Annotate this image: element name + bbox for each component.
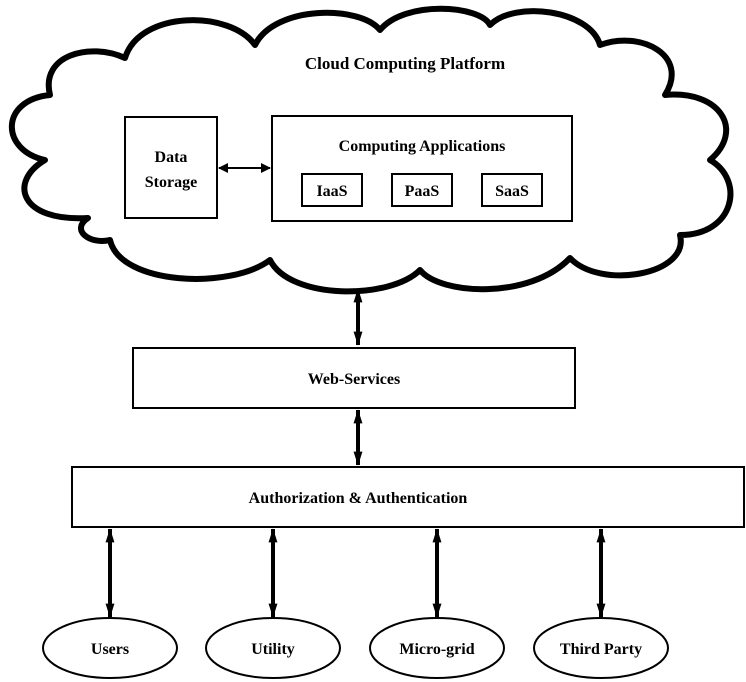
utility-label: Utility bbox=[251, 641, 295, 658]
service-paas: PaaS bbox=[391, 173, 453, 207]
data-storage-label-line1: Data bbox=[155, 149, 188, 166]
service-saas: SaaS bbox=[481, 173, 543, 207]
client-third-party: Third Party bbox=[533, 528, 669, 679]
cloud-title: Cloud Computing Platform bbox=[305, 54, 505, 73]
third-party-ellipse bbox=[533, 617, 669, 679]
web-services-box: Web-Services bbox=[132, 347, 576, 409]
client-micro-grid: Micro-grid bbox=[369, 528, 505, 679]
auth-label: Authorization & Authentication bbox=[249, 490, 468, 507]
utility-ellipse bbox=[205, 617, 341, 679]
micro-grid-ellipse bbox=[369, 617, 505, 679]
computing-applications-title: Computing Applications bbox=[339, 138, 506, 155]
computing-applications-box: Computing Applications IaaS PaaS SaaS bbox=[271, 115, 573, 222]
auth-box: Authorization & Authentication bbox=[71, 466, 745, 528]
micro-grid-label: Micro-grid bbox=[399, 641, 474, 658]
client-users: Users bbox=[42, 528, 178, 679]
third-party-label: Third Party bbox=[560, 641, 642, 658]
web-services-label: Web-Services bbox=[308, 371, 400, 388]
service-iaas: IaaS bbox=[301, 173, 363, 207]
service-saas-label: SaaS bbox=[495, 183, 529, 200]
data-storage-label-line2: Storage bbox=[145, 174, 197, 191]
data-storage-box: Data Storage bbox=[124, 116, 218, 219]
client-utility: Utility bbox=[205, 528, 341, 679]
service-iaas-label: IaaS bbox=[316, 183, 347, 200]
users-ellipse bbox=[42, 617, 178, 679]
users-label: Users bbox=[91, 641, 129, 658]
service-paas-label: PaaS bbox=[405, 183, 440, 200]
